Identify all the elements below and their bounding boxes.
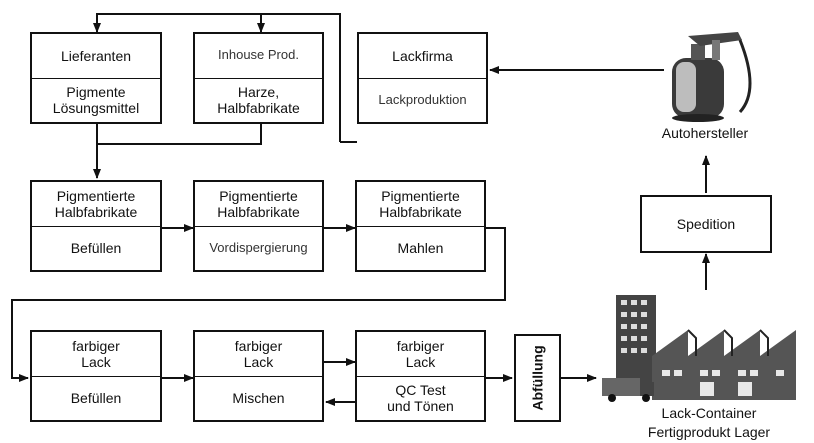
box-mischen: farbiger Lack Mischen xyxy=(193,330,324,422)
lackproduktion-label: Lackproduktion xyxy=(359,79,486,123)
pigmente-label: Pigmente Lösungsmittel xyxy=(32,79,160,123)
box-lackfirma: Lackfirma Lackproduktion xyxy=(357,32,488,124)
mahlen-label: Mahlen xyxy=(357,227,484,271)
lager-caption: Lack-Container Fertigprodukt Lager xyxy=(614,404,804,442)
befuellen-label: Befüllen xyxy=(32,227,160,271)
lackfirma-label: Lackfirma xyxy=(359,34,486,79)
box-lieferanten: Lieferanten Pigmente Lösungsmittel xyxy=(30,32,162,124)
link-inhouse-merge xyxy=(97,124,261,144)
box-spedition: Spedition xyxy=(640,195,772,253)
autohersteller-label: Autohersteller xyxy=(662,125,748,141)
vordispergierung-label: Vordispergierung xyxy=(195,227,322,271)
mischen-label: Mischen xyxy=(195,377,322,421)
box-befuellen-lack: farbiger Lack Befüllen xyxy=(30,330,162,422)
lager-label-line2: Fertigprodukt Lager xyxy=(614,423,804,442)
qc-test-label: QC Test und Tönen xyxy=(357,377,484,421)
lager-label-line1: Lack-Container xyxy=(614,404,804,423)
autohersteller-caption: Autohersteller xyxy=(630,124,780,143)
lieferanten-label: Lieferanten xyxy=(32,34,160,79)
farbiger-lack-label: farbiger Lack xyxy=(357,332,484,377)
box-befuellen-halbfabrikate: Pigmentierte Halbfabrikate Befüllen xyxy=(30,180,162,272)
spray-gun-icon xyxy=(672,32,750,122)
harze-label: Harze, Halbfabrikate xyxy=(195,79,322,123)
pigmentierte-label: Pigmentierte Halbfabrikate xyxy=(195,182,322,227)
box-abfuellung: Abfüllung xyxy=(514,334,561,422)
spedition-label: Spedition xyxy=(642,197,770,251)
pigmentierte-label: Pigmentierte Halbfabrikate xyxy=(32,182,160,227)
inhouse-label: Inhouse Prod. xyxy=(195,34,322,79)
box-inhouse: Inhouse Prod. Harze, Halbfabrikate xyxy=(193,32,324,124)
pigmentierte-label: Pigmentierte Halbfabrikate xyxy=(357,182,484,227)
befuellen-label: Befüllen xyxy=(32,377,160,421)
abfuellung-label: Abfüllung xyxy=(530,345,546,410)
box-vordispergierung: Pigmentierte Halbfabrikate Vordispergier… xyxy=(193,180,324,272)
farbiger-lack-label: farbiger Lack xyxy=(195,332,322,377)
box-mahlen: Pigmentierte Halbfabrikate Mahlen xyxy=(355,180,486,272)
box-qc: farbiger Lack QC Test und Tönen xyxy=(355,330,486,422)
farbiger-lack-label: farbiger Lack xyxy=(32,332,160,377)
